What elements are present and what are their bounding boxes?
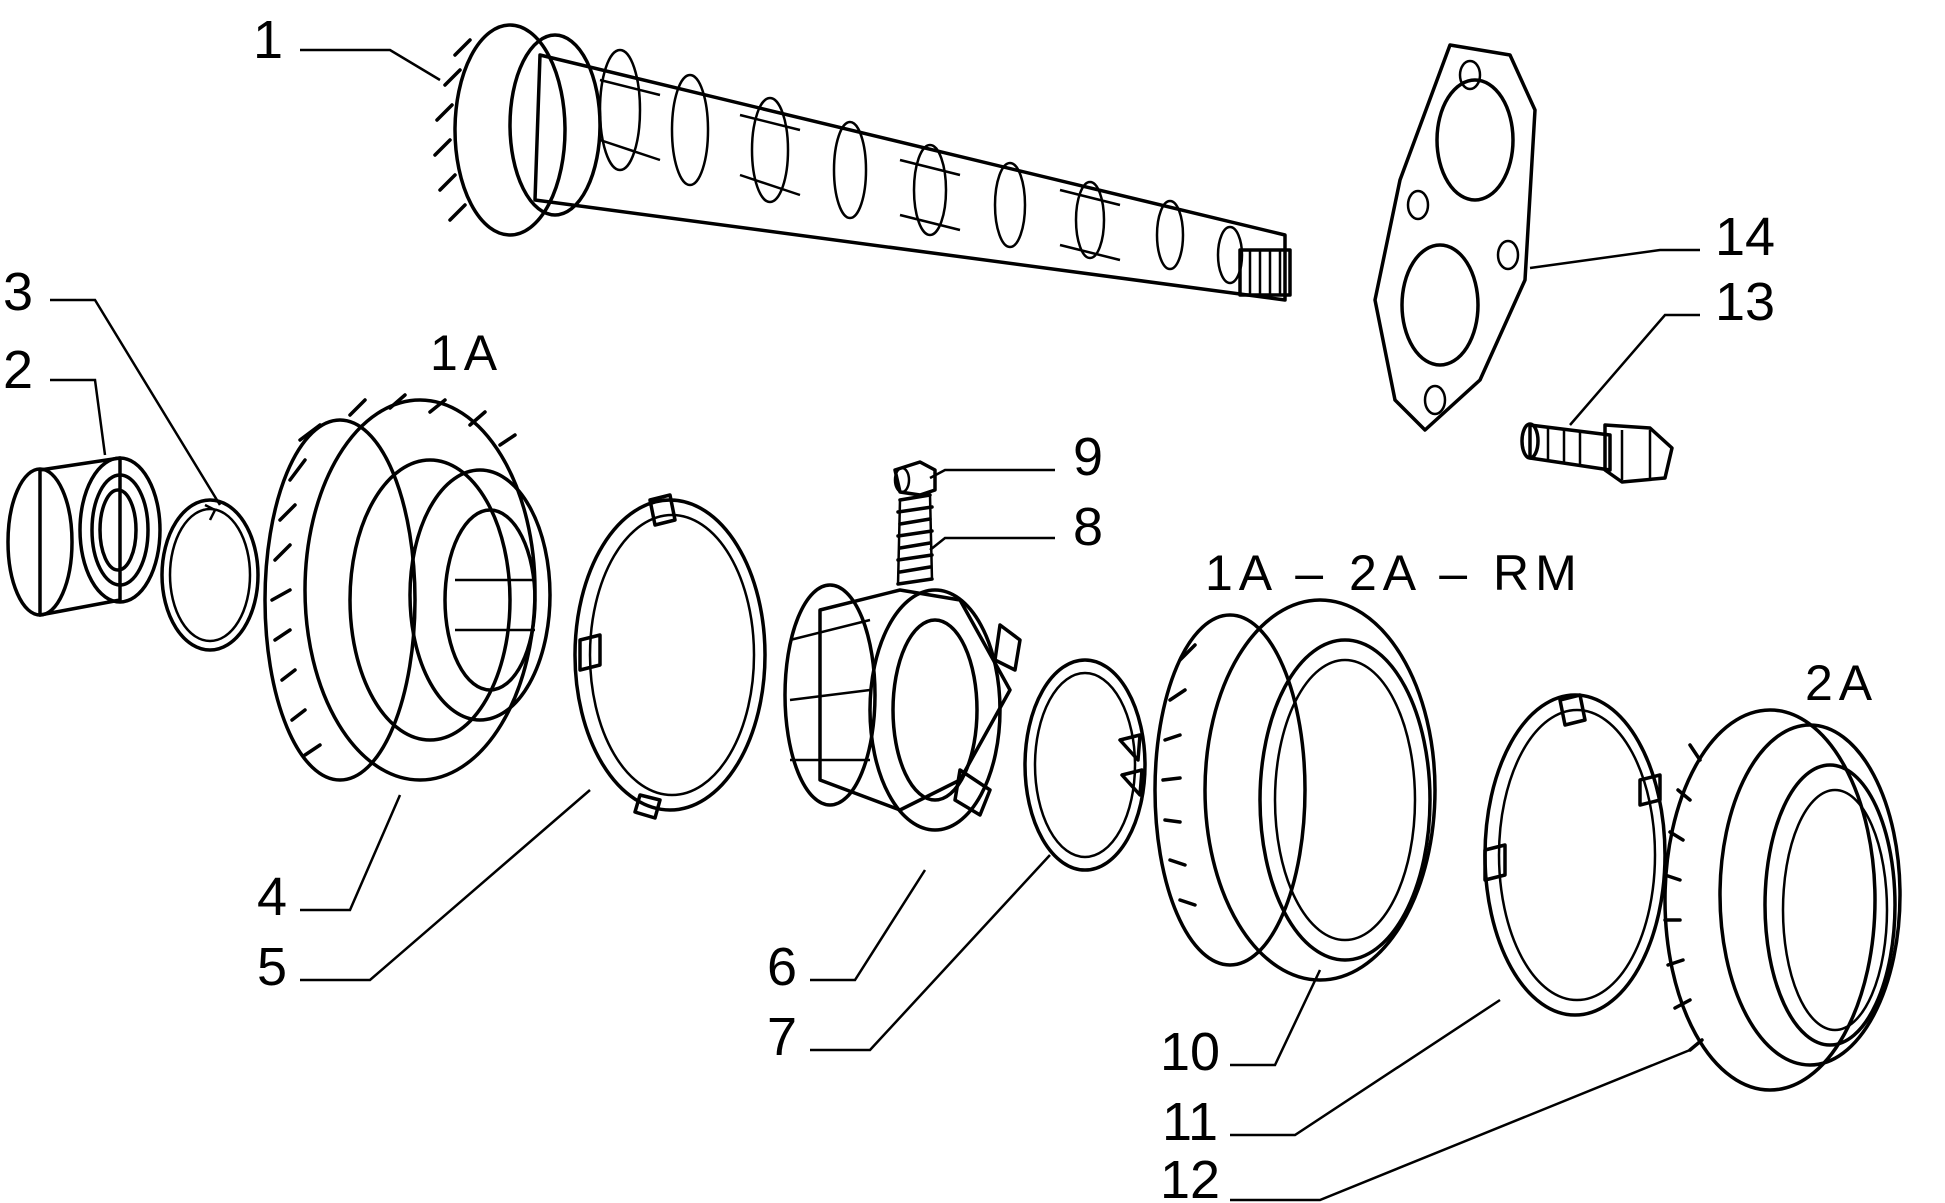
- part-8-spring: [896, 493, 934, 586]
- callout-12: 12: [1160, 1150, 1220, 1203]
- callout-2: 2: [3, 340, 33, 400]
- part-6-synchro-hub: [783, 583, 1022, 832]
- part-13-bolt: [1520, 422, 1674, 484]
- part-10-sliding-sleeve: [1153, 598, 1437, 982]
- callout-7: 7: [767, 1007, 797, 1067]
- callout-6: 6: [767, 937, 797, 997]
- callout-labels: 1 2 3 4 5 6 7 8 9 10 11 12 13 14: [3, 10, 1775, 1203]
- part-5-synchro-ring: [573, 493, 767, 820]
- callout-14: 14: [1715, 207, 1775, 267]
- callout-4: 4: [257, 867, 287, 927]
- part-1-input-shaft: [433, 23, 1292, 302]
- group-label-first-gear: 1A: [430, 325, 503, 381]
- callout-8: 8: [1073, 497, 1103, 557]
- callout-13: 13: [1715, 272, 1775, 332]
- part-4-first-gear: [263, 393, 552, 782]
- group-label-synchro-hub: 1A – 2A – RM: [1205, 545, 1583, 601]
- part-3-circlip: [160, 498, 260, 652]
- part-9-detent-plunger: [893, 460, 937, 497]
- callout-5: 5: [257, 937, 287, 997]
- group-label-second-gear: 2A: [1805, 655, 1878, 711]
- group-labels: 1A 1A – 2A – RM 2A: [430, 325, 1878, 711]
- part-2-bearing: [6, 456, 162, 617]
- callout-9: 9: [1073, 427, 1103, 487]
- leader-lines: [50, 48, 1700, 1202]
- part-14-cover-plate: [1373, 43, 1537, 432]
- part-12-second-gear: [1663, 708, 1902, 1092]
- callout-10: 10: [1160, 1022, 1220, 1082]
- part-7-split-ring: [1023, 658, 1147, 872]
- callout-1: 1: [253, 10, 283, 70]
- callout-3: 3: [3, 262, 33, 322]
- part-11-synchro-ring: [1483, 693, 1667, 1017]
- callout-11: 11: [1162, 1092, 1218, 1152]
